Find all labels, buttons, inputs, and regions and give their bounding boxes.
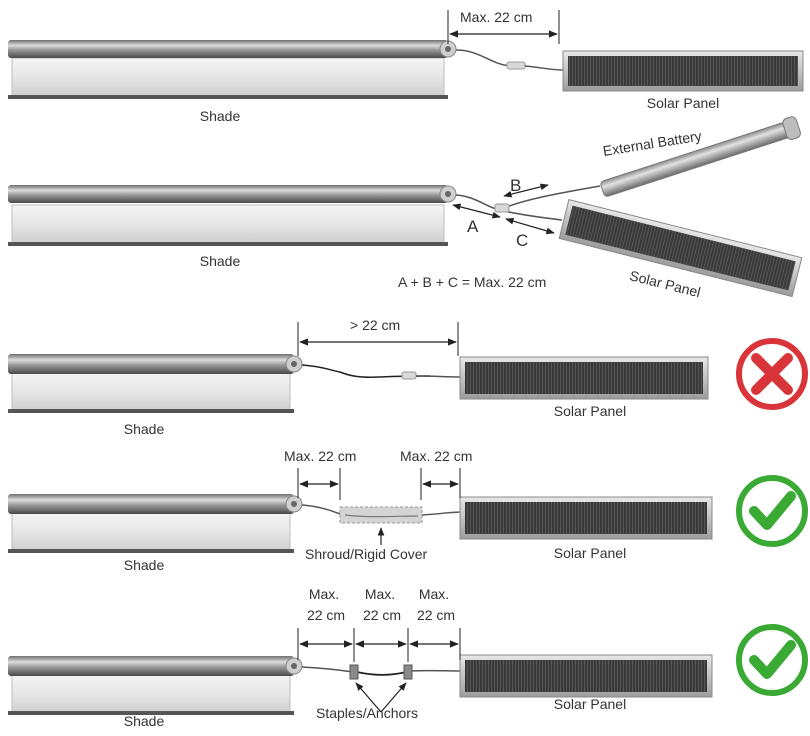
- solar-panel-label: Solar Panel: [553, 403, 627, 419]
- solar-panel-3: [459, 356, 709, 400]
- solar-panel-label: Solar Panel: [646, 95, 720, 111]
- dimension-1: [447, 10, 560, 44]
- dimension-3: [297, 322, 459, 356]
- dimension-4a: [297, 468, 341, 500]
- check-icon: [736, 475, 808, 547]
- dimension-label-max-22cm: Max. 22 cm: [400, 448, 473, 464]
- dimension-label-max: Max.: [308, 586, 340, 602]
- solar-panel-label: Solar Panel: [553, 545, 627, 561]
- shade-1: [8, 40, 457, 99]
- shade-label: Shade: [199, 253, 241, 269]
- solar-panel-2: [558, 199, 803, 298]
- segment-a-label: A: [467, 217, 479, 236]
- shade-label: Shade: [123, 713, 165, 729]
- segment-c-label: C: [516, 231, 529, 250]
- shade-5: [8, 656, 303, 715]
- wire-1: [455, 49, 566, 71]
- shade-label: Shade: [123, 557, 165, 573]
- shroud-label: Shroud/Rigid Cover: [305, 546, 428, 562]
- x-icon: [736, 338, 808, 410]
- shade-label: Shade: [199, 108, 241, 124]
- solar-panel-1: [562, 50, 804, 92]
- segment-b-label: B: [510, 176, 522, 195]
- row-4-shroud: [8, 468, 808, 553]
- dimensions-2: [452, 183, 555, 235]
- dimension-label-max-22cm: Max. 22 cm: [284, 448, 357, 464]
- dimension-label-22cm: 22 cm: [416, 607, 456, 623]
- dimension-label-22cm: 22 cm: [306, 607, 346, 623]
- dimension-label-max: Max.: [364, 586, 396, 602]
- row-2-battery-connection: [8, 116, 803, 298]
- dimension-label-max-22cm: Max. 22 cm: [460, 9, 533, 25]
- dimension-label-max: Max.: [418, 586, 450, 602]
- row-3-too-long: [8, 322, 808, 413]
- wire-5: [301, 664, 463, 713]
- shade-4: [8, 494, 303, 553]
- shade-2: [8, 185, 457, 246]
- dimension-label-gt-22cm: > 22 cm: [350, 317, 401, 333]
- dimension-4b: [420, 468, 461, 500]
- shade-label: Shade: [123, 421, 165, 437]
- wire-3: [301, 364, 463, 380]
- solar-panel-5: [459, 654, 713, 698]
- dimension-label-22cm: 22 cm: [362, 607, 402, 623]
- check-icon: [736, 624, 808, 696]
- row-1-direct-connection: [8, 10, 804, 99]
- row-5-staples: [8, 624, 808, 715]
- staples-label: Staples/Anchors: [316, 705, 418, 721]
- shade-3: [8, 354, 303, 413]
- solar-panel-4: [459, 496, 713, 540]
- dimensions-5: [297, 628, 461, 662]
- formula-label: A + B + C = Max. 22 cm: [398, 274, 547, 290]
- external-battery: [600, 116, 801, 197]
- wire-4: [301, 504, 463, 545]
- solar-panel-label: Solar Panel: [553, 696, 627, 712]
